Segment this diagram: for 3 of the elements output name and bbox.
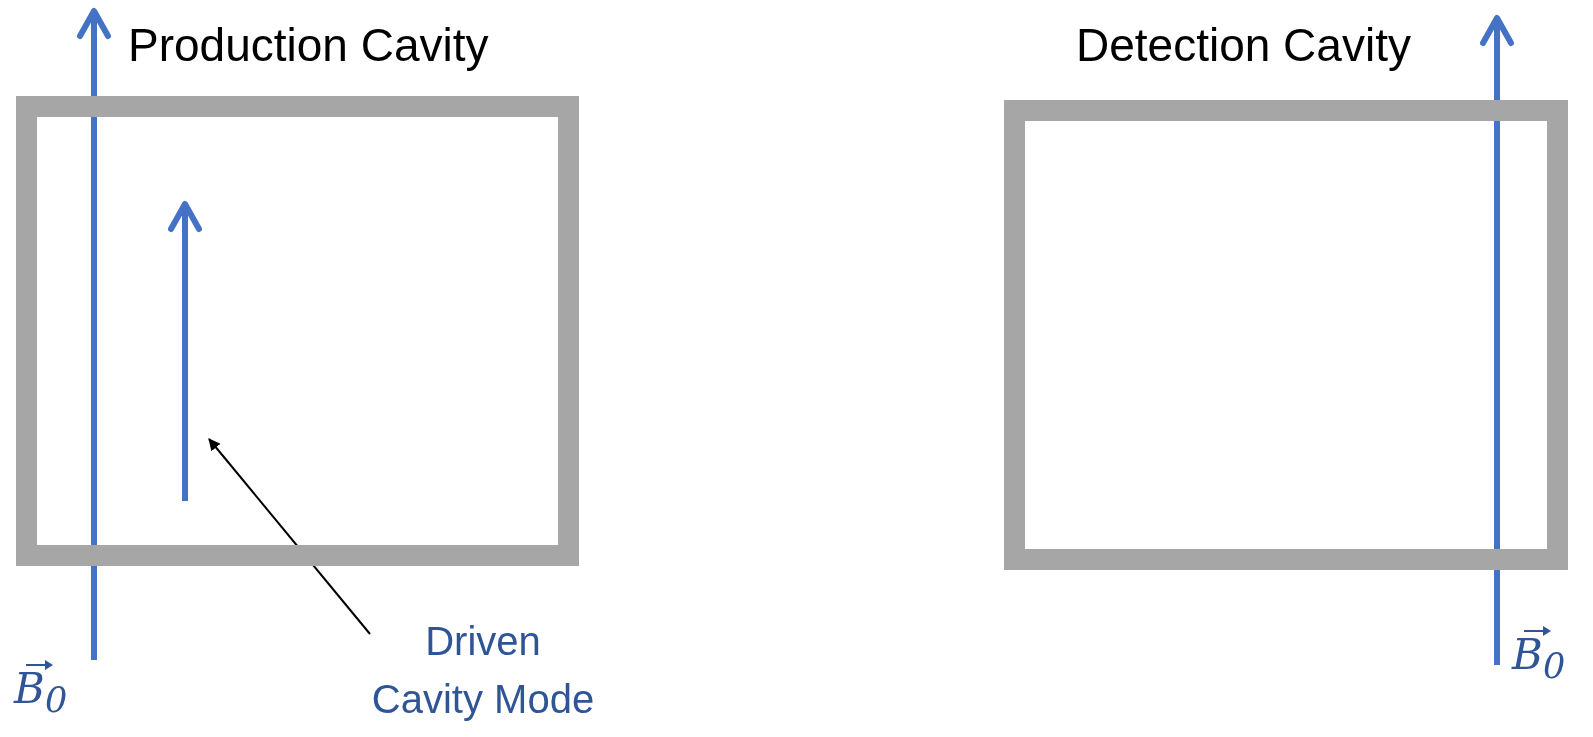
annotation-text: Driven Cavity Mode <box>366 612 600 728</box>
field-arrow <box>168 201 202 501</box>
leader-line <box>208 438 371 635</box>
